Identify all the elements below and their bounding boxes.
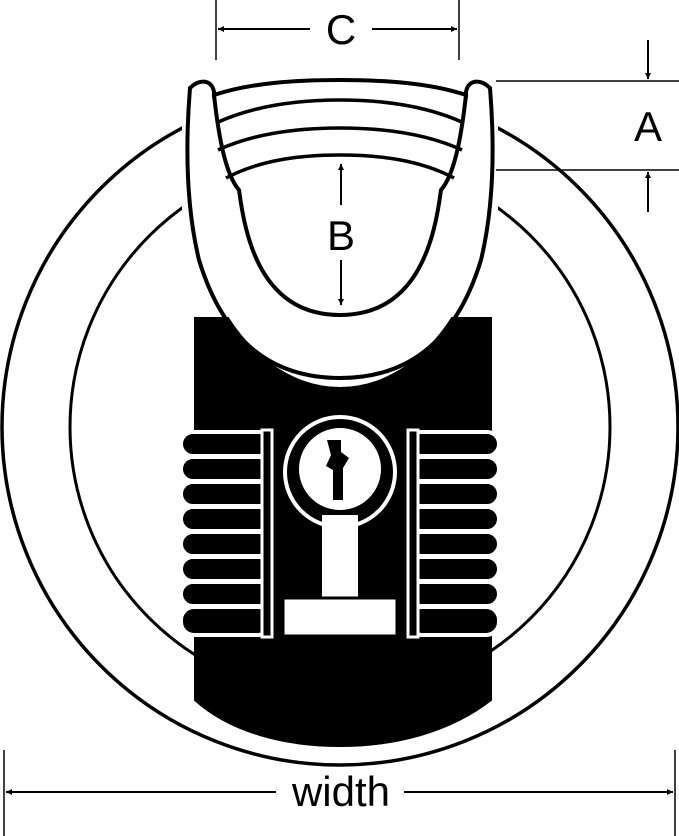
dimension-b-label: B xyxy=(327,212,355,259)
dimension-width: width xyxy=(3,750,676,836)
dimension-c: C xyxy=(215,0,460,60)
right-rib xyxy=(407,580,501,608)
right-rib xyxy=(407,480,501,508)
cylinder-base-plate xyxy=(281,596,399,638)
right-rib xyxy=(407,430,501,458)
left-rib xyxy=(179,505,273,533)
right-rib xyxy=(407,605,501,637)
right-rib xyxy=(407,530,501,558)
cylinder-channel xyxy=(322,515,358,600)
left-rib xyxy=(179,555,273,583)
right-rib xyxy=(407,455,501,483)
shackle-groove-middle xyxy=(217,126,463,152)
dimension-width-label: width xyxy=(291,768,390,815)
left-rib xyxy=(179,480,273,508)
left-rib xyxy=(179,530,273,558)
right-rib xyxy=(407,505,501,533)
left-rib xyxy=(179,580,273,608)
right-rib-side xyxy=(406,428,420,639)
left-ribs xyxy=(179,430,273,637)
left-rib xyxy=(179,605,273,637)
dimension-c-label: C xyxy=(326,6,356,53)
left-rib xyxy=(179,430,273,458)
right-ribs xyxy=(407,430,501,637)
keyhole-icon xyxy=(326,440,349,500)
dimension-a-label: A xyxy=(634,103,662,150)
shackle-inner-outline xyxy=(212,94,468,318)
key-cylinder xyxy=(281,415,399,638)
left-rib-side xyxy=(260,428,274,639)
dimension-a: A xyxy=(496,40,679,212)
left-rib xyxy=(179,455,273,483)
shackle-outer-outline xyxy=(185,77,495,381)
right-rib xyxy=(407,555,501,583)
dimension-b: B xyxy=(327,164,355,305)
shackle-groove-upper xyxy=(215,98,465,125)
shackle-groove-lower xyxy=(225,153,455,180)
